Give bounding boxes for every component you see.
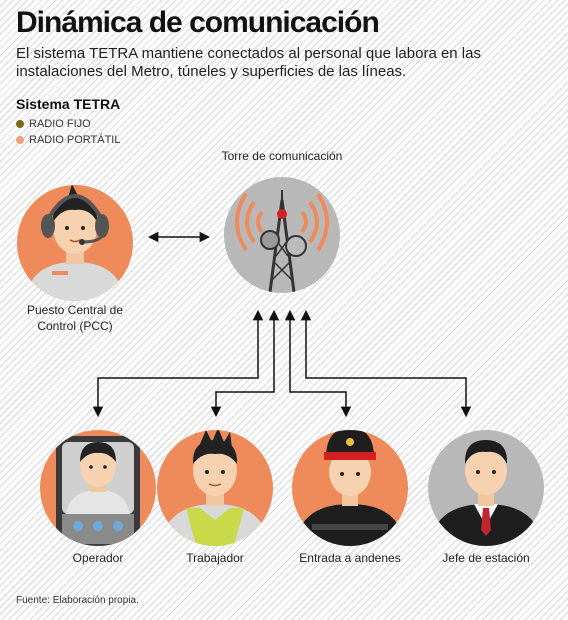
safety-vest	[186, 508, 244, 546]
legend-item-radio-fijo: RADIO FIJO	[16, 118, 91, 130]
legend-label: RADIO PORTÁTIL	[29, 134, 121, 146]
tie-icon	[481, 508, 491, 536]
link-jefe	[300, 309, 472, 418]
pcc-label: Puesto Central de Control (PCC)	[26, 303, 124, 333]
legend-label: RADIO FIJO	[29, 118, 91, 130]
legend-item-radio-portatil: RADIO PORTÁTIL	[16, 134, 120, 146]
trabajador-label: Trabajador	[186, 551, 244, 565]
operador-node	[40, 430, 156, 546]
pcc-node	[17, 185, 133, 301]
legend-title: Sistema TETRA	[16, 96, 121, 112]
source-footer: Fuente: Elaboración propia.	[16, 595, 139, 606]
page-title: Dinámica de comunicación	[16, 6, 380, 39]
trabajador-node	[157, 430, 273, 546]
operador-label: Operador	[72, 551, 124, 565]
pcc-shirt	[25, 262, 125, 301]
link-trabajador	[210, 309, 280, 418]
jefe-node	[428, 430, 544, 546]
antenna-dish-icon	[260, 230, 280, 250]
link-andenes	[284, 309, 352, 418]
tower-node	[224, 177, 340, 293]
andenes-label: Entrada a andenes	[299, 551, 401, 565]
legend-dot-portatil	[16, 136, 24, 144]
legend-dot-fijo	[16, 120, 24, 128]
andenes-node	[292, 430, 408, 546]
jefe-label: Jefe de estación	[442, 551, 530, 565]
connectors	[92, 309, 472, 418]
pcc-hair	[52, 196, 98, 222]
signal-light	[277, 209, 287, 219]
tower-label: Torre de comunicación	[221, 149, 343, 163]
headset-icon	[41, 214, 55, 238]
subtitle: El sistema TETRA mantiene conectados al …	[16, 45, 481, 80]
